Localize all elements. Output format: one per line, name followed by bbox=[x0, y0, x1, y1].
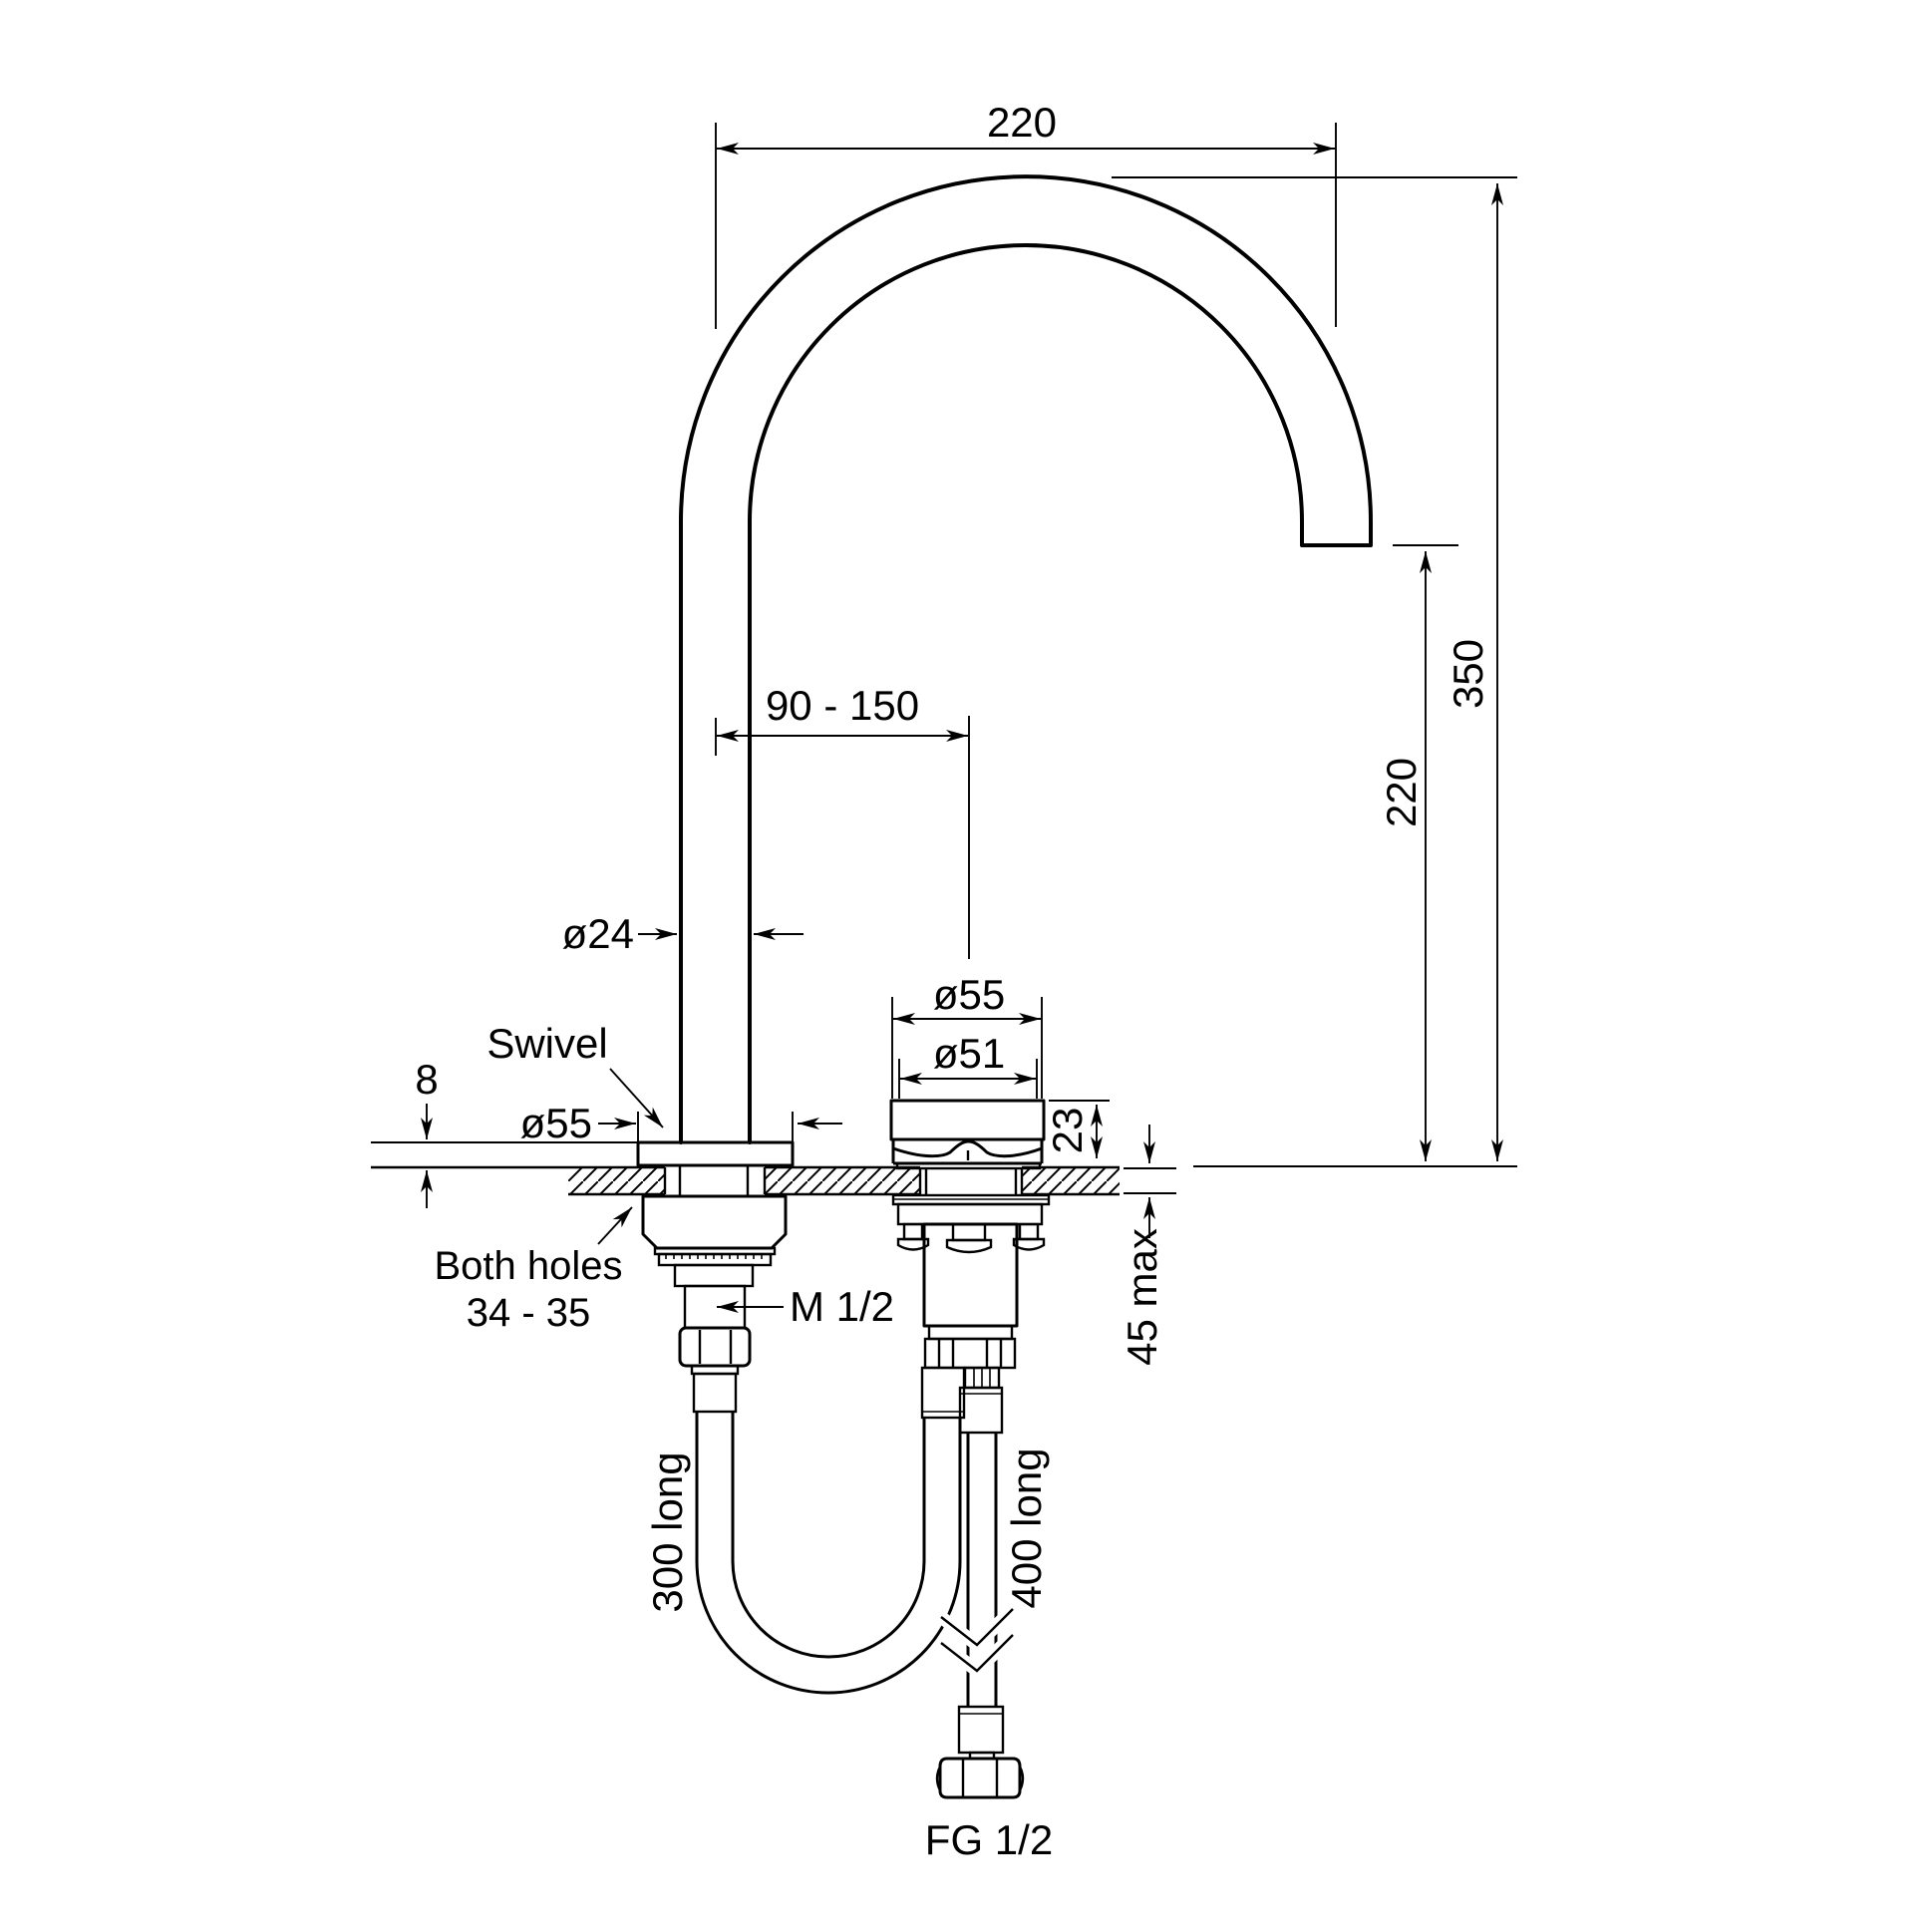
dim-handle-height-value: 23 bbox=[1044, 1108, 1091, 1154]
clamp-screw-right-stem bbox=[1018, 1222, 1040, 1241]
reducer bbox=[673, 1263, 755, 1288]
dim-deck-ticks bbox=[1124, 1167, 1176, 1194]
dim-flange-dia: ø55 bbox=[520, 1100, 842, 1146]
dim-outlet-height: 220 bbox=[1193, 544, 1517, 1167]
handle-unit bbox=[889, 1099, 1051, 1435]
counter-hatch-middle bbox=[765, 1168, 920, 1193]
label-both-holes-line1: Both holes bbox=[434, 1244, 622, 1288]
label-male-thread-text: M 1/2 bbox=[790, 1283, 894, 1330]
label-swivel: Swivel bbox=[486, 1020, 664, 1128]
thread-ticks bbox=[665, 1254, 763, 1259]
locknut bbox=[641, 1194, 788, 1250]
countertop bbox=[371, 1165, 1120, 1196]
dim-handle-inner-value: ø51 bbox=[933, 1030, 1005, 1077]
hose-ferrule-left bbox=[692, 1372, 738, 1414]
label-both-holes-line2: 34 - 35 bbox=[467, 1291, 591, 1335]
dim-handle-outer-dia: ø55 bbox=[891, 971, 1043, 1099]
dim-overall-height-value: 350 bbox=[1445, 639, 1491, 709]
hose-break-symbol bbox=[940, 1608, 1014, 1673]
dim-handle-height: 23 bbox=[1044, 1100, 1110, 1158]
hose-300 bbox=[695, 1412, 962, 1695]
dim-flange-dia-value: ø55 bbox=[520, 1100, 592, 1146]
spout-outline bbox=[679, 174, 1373, 1144]
dim-outlet-height-value: 220 bbox=[1378, 758, 1425, 827]
clamp-screw-right-head bbox=[1012, 1237, 1046, 1251]
center-screw-stem bbox=[951, 1222, 987, 1242]
dim-spout-tube-value: ø24 bbox=[562, 910, 634, 957]
knob-base-plate bbox=[895, 1161, 1042, 1170]
center-screw-head bbox=[945, 1238, 993, 1254]
dim-flange-thickness-value: 8 bbox=[415, 1056, 438, 1103]
hose-300-inner bbox=[731, 1412, 926, 1659]
clamp-plate bbox=[896, 1202, 1044, 1226]
dimensions: 220 350 220 90 - 150 ø24 bbox=[371, 99, 1517, 1863]
clamp-screw-left-head bbox=[896, 1237, 930, 1251]
hex-nut-left-faces bbox=[698, 1330, 733, 1364]
label-male-thread: M 1/2 bbox=[717, 1283, 894, 1330]
dim-flange-dia-extensions bbox=[637, 1112, 794, 1142]
dim-centres-extensions bbox=[715, 716, 970, 959]
hose-400-fitting-ticks bbox=[973, 1368, 991, 1388]
label-hose-300-length: 300 long bbox=[644, 1451, 691, 1612]
clamp-screw-left-stem bbox=[902, 1222, 924, 1241]
dim-handle-inner-extensions bbox=[898, 1059, 1038, 1099]
dim-centres-range: 90 - 150 bbox=[715, 682, 970, 959]
knurled-knob bbox=[889, 1099, 1046, 1141]
deck-hole-right-edges bbox=[918, 1167, 1024, 1194]
label-both-holes-leader bbox=[597, 1206, 633, 1245]
dim-spout-reach: 220 bbox=[715, 99, 1337, 329]
spout-body-through-deck bbox=[678, 1165, 750, 1196]
fg-hex-nut bbox=[938, 1757, 1022, 1799]
dim-overall-height: 350 bbox=[1112, 176, 1517, 1161]
dim-deck-thickness-value: 45 max bbox=[1119, 1228, 1165, 1366]
dim-spout-tube-dia: ø24 bbox=[562, 910, 804, 957]
hose-400 bbox=[935, 1433, 1025, 1799]
label-swivel-text: Swivel bbox=[486, 1020, 607, 1067]
fg-hex-nut-bulges bbox=[935, 1766, 1025, 1791]
dim-flange-thickness: 8 bbox=[371, 1056, 638, 1208]
label-swivel-leader bbox=[609, 1068, 664, 1128]
dim-spout-reach-value: 220 bbox=[987, 99, 1057, 146]
fg-hex-nut-faces bbox=[961, 1759, 999, 1797]
hose-300-outer bbox=[695, 1412, 962, 1695]
counter-hatch-right bbox=[1022, 1168, 1120, 1193]
dim-handle-outer-value: ø55 bbox=[933, 971, 1005, 1018]
hose-400-ferrule-top bbox=[958, 1386, 1004, 1435]
counter-hatch-left bbox=[568, 1168, 665, 1193]
dim-deck-thickness: 45 max bbox=[1119, 1125, 1176, 1366]
label-female-thread: FG 1/2 bbox=[925, 1816, 1053, 1863]
valve-body-through-deck bbox=[924, 1167, 1018, 1195]
label-both-holes: Both holes 34 - 35 bbox=[434, 1206, 633, 1335]
knob-skirt-wave bbox=[892, 1139, 1043, 1158]
swivel-flange bbox=[636, 1140, 795, 1167]
hose-300-receiver-ferrule bbox=[920, 1366, 966, 1420]
dim-handle-outer-extensions bbox=[891, 997, 1043, 1099]
dim-centres-value: 90 - 150 bbox=[766, 682, 919, 729]
spout bbox=[679, 174, 1373, 1144]
hex-nut-left bbox=[678, 1326, 752, 1368]
connector-block-faces bbox=[937, 1339, 1003, 1368]
dim-handle-inner-dia: ø51 bbox=[898, 1030, 1038, 1099]
label-hose-400-length: 400 long bbox=[1003, 1448, 1050, 1608]
dim-spout-reach-extensions bbox=[715, 123, 1337, 329]
valve-step bbox=[927, 1324, 1014, 1341]
